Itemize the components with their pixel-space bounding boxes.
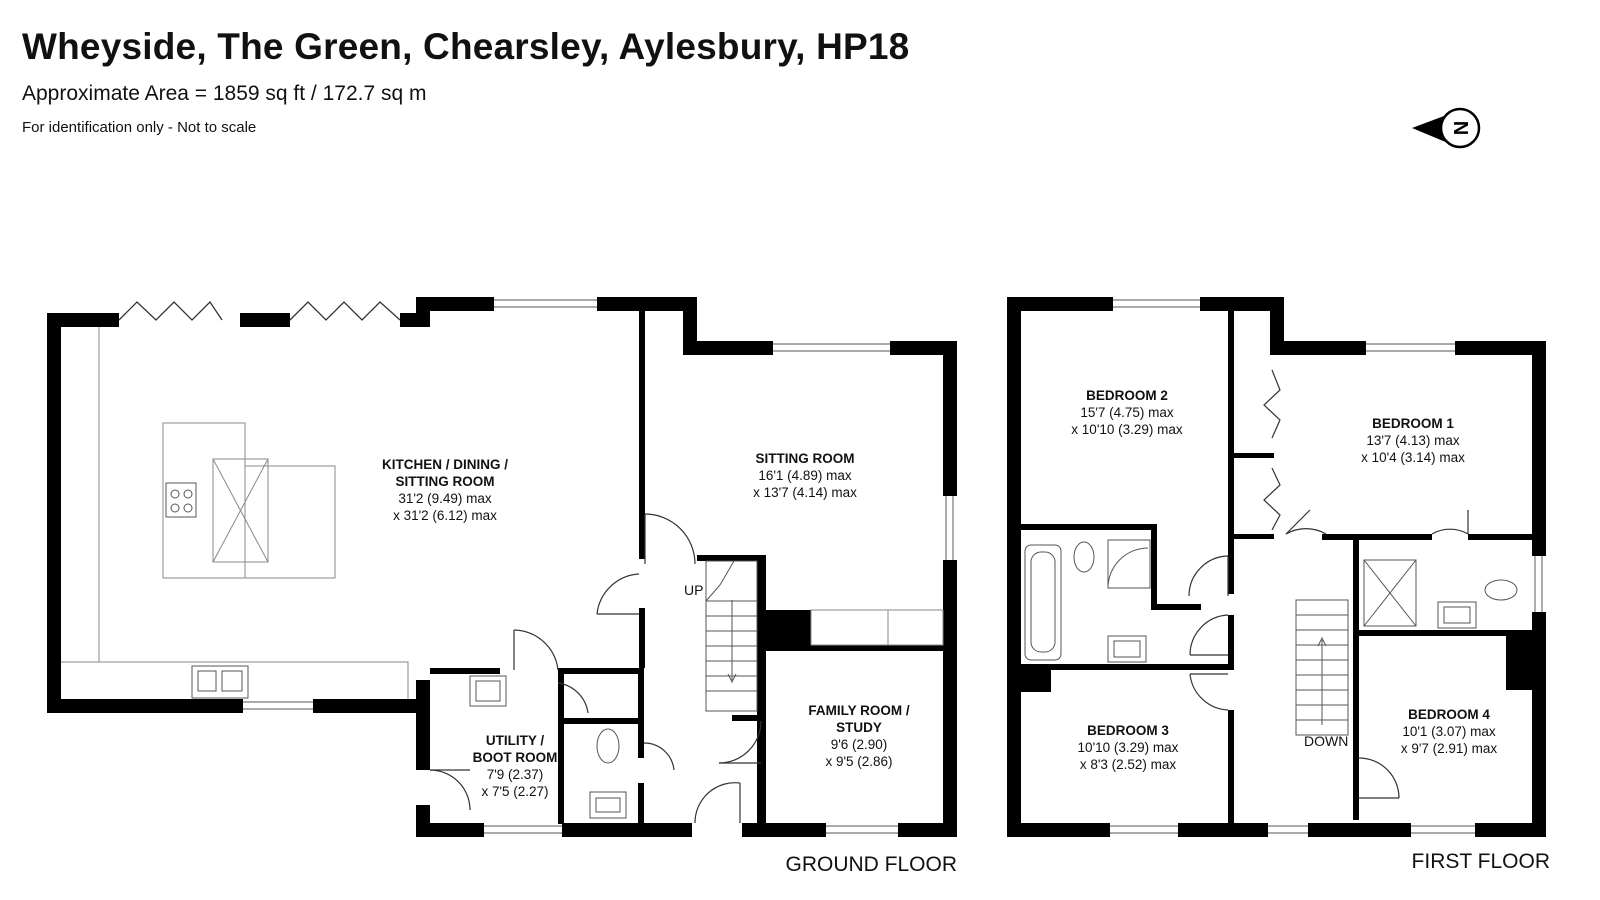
header: Wheyside, The Green, Chearsley, Aylesbur…: [22, 26, 909, 136]
bedroom-4-label: BEDROOM 4 10'1 (3.07) max x 9'7 (2.91) m…: [1401, 707, 1498, 756]
ground-floor: UP KITCHEN / DINING / SITTING ROOM 31'2 …: [47, 297, 957, 876]
first-floor-walls: [1007, 297, 1546, 837]
bath-icon: [1024, 544, 1062, 661]
kitchen-units: [61, 327, 409, 699]
svg-text:KITCHEN / DINING /: KITCHEN / DINING /: [382, 457, 508, 472]
first-floor-doors: [1188, 509, 1469, 799]
first-floor: DOWN BEDROOM 2 15'7 (4.75) max x 10'10 (…: [1007, 297, 1550, 873]
svg-text:7'9 (2.37): 7'9 (2.37): [487, 767, 544, 782]
family-room-study-label: FAMILY ROOM / STUDY 9'6 (2.90) x 9'5 (2.…: [808, 703, 910, 769]
first-floor-stairs: [1295, 599, 1349, 736]
page-title: Wheyside, The Green, Chearsley, Aylesbur…: [22, 26, 910, 67]
ground-floor-doors: [429, 513, 762, 824]
ground-floor-windows: [243, 299, 954, 834]
svg-text:16'1 (4.89) max: 16'1 (4.89) max: [758, 468, 852, 483]
svg-text:BEDROOM 2: BEDROOM 2: [1086, 388, 1168, 403]
svg-text:BOOT ROOM: BOOT ROOM: [473, 750, 558, 765]
svg-text:x 10'4 (3.14) max: x 10'4 (3.14) max: [1361, 450, 1465, 465]
svg-text:SITTING ROOM: SITTING ROOM: [756, 451, 855, 466]
bedroom-1-label: BEDROOM 1 13'7 (4.13) max x 10'4 (3.14) …: [1361, 416, 1465, 465]
first-floor-windows: [1110, 299, 1543, 834]
first-floor-label: FIRST FLOOR: [1412, 850, 1550, 873]
utility-boot-room-label: UTILITY / BOOT ROOM 7'9 (2.37) x 7'5 (2.…: [473, 733, 558, 799]
svg-text:STUDY: STUDY: [836, 720, 882, 735]
svg-text:x 9'7 (2.91) max: x 9'7 (2.91) max: [1401, 741, 1498, 756]
area-text: Approximate Area = 1859 sq ft / 172.7 sq…: [22, 82, 427, 105]
hob-icon: [165, 482, 197, 518]
svg-text:x 9'5 (2.86): x 9'5 (2.86): [825, 754, 892, 769]
svg-text:UTILITY /: UTILITY /: [486, 733, 545, 748]
disclaimer-note: For identification only - Not to scale: [22, 119, 257, 136]
sink-icon: [191, 665, 249, 699]
utility-sink-icon: [469, 675, 507, 707]
svg-text:x 31'2 (6.12) max: x 31'2 (6.12) max: [393, 508, 497, 523]
wardrobe-doors: [1263, 369, 1281, 531]
svg-text:x 13'7 (4.14) max: x 13'7 (4.14) max: [753, 485, 857, 500]
svg-text:x 10'10 (3.29) max: x 10'10 (3.29) max: [1071, 422, 1183, 437]
bathroom-fixtures: [1073, 539, 1151, 663]
svg-text:FAMILY ROOM /: FAMILY ROOM /: [808, 703, 910, 718]
ground-floor-label: GROUND FLOOR: [785, 853, 957, 876]
sitting-room-label: SITTING ROOM 16'1 (4.89) max x 13'7 (4.1…: [753, 451, 857, 500]
ground-floor-stairs: [705, 560, 758, 712]
wc-icon: [589, 728, 627, 819]
svg-text:9'6 (2.90): 9'6 (2.90): [831, 737, 888, 752]
ground-floor-walls: [47, 297, 957, 837]
svg-text:31'2 (9.49) max: 31'2 (9.49) max: [398, 491, 492, 506]
svg-text:10'1 (3.07) max: 10'1 (3.07) max: [1402, 724, 1496, 739]
stairs-up-label: UP: [684, 582, 703, 598]
svg-text:10'10 (3.29) max: 10'10 (3.29) max: [1078, 740, 1179, 755]
stairs-down-label: DOWN: [1304, 733, 1348, 749]
svg-text:x 8'3 (2.52) max: x 8'3 (2.52) max: [1080, 757, 1177, 772]
svg-text:13'7 (4.13) max: 13'7 (4.13) max: [1366, 433, 1460, 448]
bedroom-2-label: BEDROOM 2 15'7 (4.75) max x 10'10 (3.29)…: [1071, 388, 1183, 437]
compass-letter: N: [1451, 121, 1473, 135]
ensuite-fixtures: [1363, 559, 1518, 629]
svg-text:x 7'5 (2.27): x 7'5 (2.27): [481, 784, 548, 799]
svg-text:BEDROOM 1: BEDROOM 1: [1372, 416, 1454, 431]
kitchen-dining-sitting-label: KITCHEN / DINING / SITTING ROOM 31'2 (9.…: [382, 457, 508, 523]
cupboard-units: [810, 609, 944, 646]
svg-text:BEDROOM 3: BEDROOM 3: [1087, 723, 1169, 738]
svg-text:SITTING ROOM: SITTING ROOM: [396, 474, 495, 489]
svg-text:15'7 (4.75) max: 15'7 (4.75) max: [1080, 405, 1174, 420]
compass-icon: N: [1412, 107, 1481, 149]
svg-text:BEDROOM 4: BEDROOM 4: [1408, 707, 1490, 722]
bedroom-3-label: BEDROOM 3 10'10 (3.29) max x 8'3 (2.52) …: [1078, 723, 1179, 772]
bifold-door-icon: [118, 300, 401, 321]
